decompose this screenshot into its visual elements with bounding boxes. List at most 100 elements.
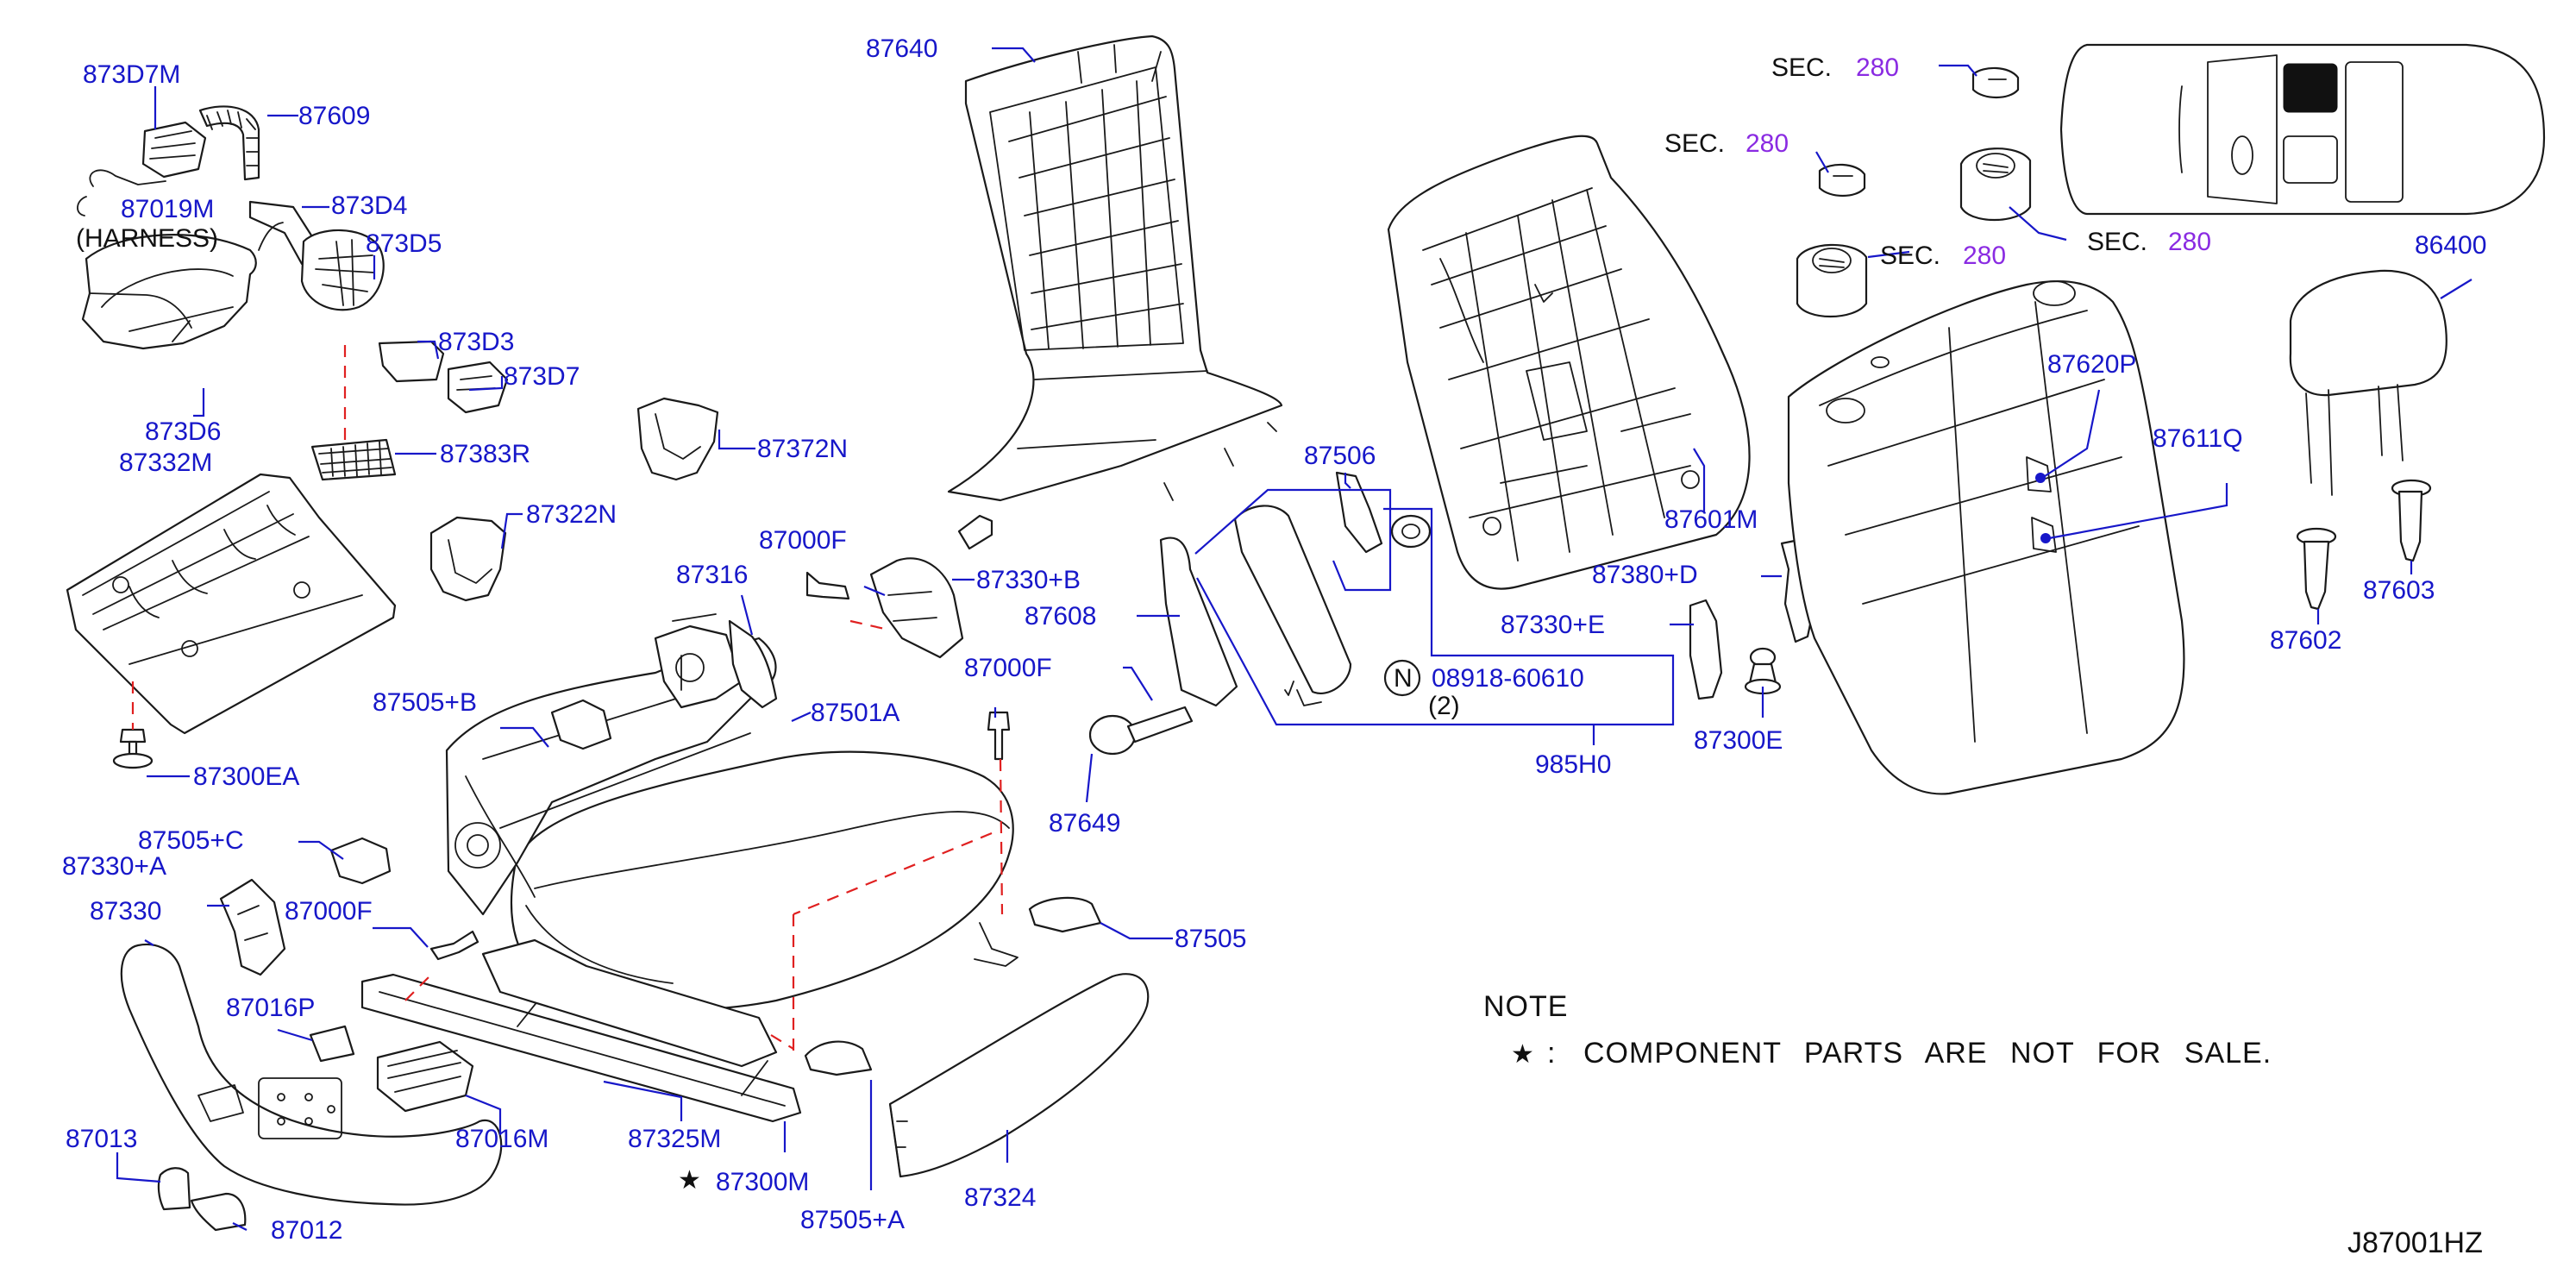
label-87332M: 87332M (119, 449, 212, 477)
note-heading: NOTE (1483, 990, 1568, 1023)
label-87608: 87608 (1025, 602, 1096, 631)
bracket-87316 (728, 619, 778, 709)
label-87602: 87602 (2270, 626, 2341, 655)
label-87506: 87506 (1304, 442, 1376, 470)
switch-87016P (309, 1025, 355, 1063)
plug-87649 (1088, 706, 1194, 756)
nut-08918 (1390, 514, 1432, 549)
label-873D7: 873D7 (504, 362, 580, 391)
label-harness: (HARNESS) (76, 224, 218, 253)
label-87012: 87012 (271, 1216, 342, 1245)
side-cover-87330 (120, 943, 503, 1206)
bracket-87322N (429, 516, 507, 602)
label-87300M: 87300M (716, 1168, 809, 1196)
front-trim-87324 (888, 973, 1150, 1178)
clip-87505 (1028, 896, 1102, 933)
label-87300E: 87300E (1694, 726, 1783, 755)
part-labels: 873D7M 87609 87019M (HARNESS) 873D4 873D… (62, 35, 2486, 1259)
guide-87603 (2391, 479, 2432, 562)
label-87649: 87649 (1049, 809, 1120, 838)
sec-label-3: SEC. (2087, 228, 2147, 256)
label-87000F-c: 87000F (285, 897, 373, 925)
bracket-87506 (1335, 471, 1383, 554)
sec-number-4: 280 (1963, 242, 2006, 270)
switch-sec-3 (1959, 147, 2032, 221)
label-nut-symbol: N (1394, 664, 1413, 693)
sec-number-2: 280 (1746, 129, 1789, 158)
trim-87608 (1159, 536, 1238, 707)
label-873D4: 873D4 (331, 191, 407, 220)
label-87383R: 87383R (440, 440, 530, 468)
headrest-86400 (2289, 269, 2448, 496)
label-985H0: 985H0 (1535, 750, 1611, 779)
label-87300EA: 87300EA (193, 762, 299, 791)
label-873D6: 873D6 (145, 417, 221, 446)
label-87505A: 87505+A (800, 1206, 905, 1234)
alignment-dash-lines (131, 345, 1004, 1052)
seat-rail (360, 922, 1018, 1123)
label-873D7M: 873D7M (83, 60, 180, 89)
note-text: COMPONENT PARTS ARE NOT FOR SALE. (1583, 1037, 2272, 1070)
label-87505: 87505 (1175, 925, 1246, 953)
label-87016P: 87016P (226, 994, 315, 1022)
label-87000F-b: 87000F (964, 654, 1052, 682)
star-mark-87300M: ★ (678, 1165, 701, 1195)
leader-lines (116, 47, 2473, 1231)
label-87505B: 87505+B (373, 688, 477, 717)
knob-87012 (190, 1192, 247, 1232)
switch-87016M (376, 1040, 474, 1113)
sec-label-1: SEC. (1771, 53, 1832, 82)
sec-label-2: SEC. (1664, 129, 1725, 158)
knob-sec-1 (1971, 66, 2020, 99)
clip-87300EA (112, 728, 154, 769)
label-87322N: 87322N (526, 500, 617, 529)
label-87330A: 87330+A (62, 852, 166, 881)
clip-87505A (804, 1040, 873, 1076)
bolt-87000F-c (429, 930, 479, 961)
label-87380D: 87380+D (1592, 561, 1698, 589)
label-87611Q: 87611Q (2153, 424, 2243, 453)
seat-frame (445, 613, 777, 916)
bracket-87330A (219, 878, 286, 976)
nut-symbol-circle (1383, 659, 1421, 697)
label-87609: 87609 (298, 102, 370, 130)
sec-label-4: SEC. (1880, 242, 1940, 270)
label-87330E: 87330+E (1501, 611, 1605, 639)
bracket-87330E (1689, 599, 1723, 700)
label-87603: 87603 (2363, 576, 2435, 605)
guide-87602 (2296, 527, 2337, 611)
label-87601M: 87601M (1664, 505, 1758, 534)
diagram-code: J87001HZ (2347, 1227, 2483, 1259)
label-87019M: 87019M (121, 195, 214, 223)
knob-sec-2 (1818, 163, 1866, 198)
switch-sec-4 (1796, 243, 1868, 317)
seatback-cushion (1787, 279, 2185, 795)
note-star: ★ (1511, 1039, 1534, 1070)
label-87330: 87330 (90, 897, 161, 925)
label-87013: 87013 (66, 1125, 137, 1153)
label-87330B: 87330+B (976, 566, 1081, 594)
label-87640: 87640 (866, 35, 937, 63)
lower-seat-panel (66, 473, 397, 735)
label-87000F-a: 87000F (759, 526, 847, 555)
seatback-panel (947, 35, 1283, 502)
knob-87013 (157, 1167, 191, 1211)
bolt-87000F-b (987, 711, 1011, 761)
label-87372N: 87372N (757, 435, 848, 463)
bolt-87000F-a (805, 571, 850, 600)
car-location-icon (2059, 43, 2546, 216)
fan-harness-assembly (77, 105, 509, 481)
note-colon: : (1547, 1037, 1556, 1070)
clip-87505C (329, 837, 392, 885)
label-87016M: 87016M (455, 1125, 548, 1153)
label-87501A: 87501A (811, 699, 899, 727)
label-08918-60610: 08918-60610 (1432, 664, 1584, 693)
bracket-87501A (869, 557, 964, 659)
label-nut-qty: (2) (1428, 692, 1460, 720)
lumbar-pad (1233, 505, 1352, 706)
sec-number-3: 280 (2168, 228, 2211, 256)
label-873D3: 873D3 (438, 328, 514, 356)
sec-number-1: 280 (1856, 53, 1899, 82)
label-873D5: 873D5 (366, 229, 442, 258)
label-87325M: 87325M (628, 1125, 721, 1153)
